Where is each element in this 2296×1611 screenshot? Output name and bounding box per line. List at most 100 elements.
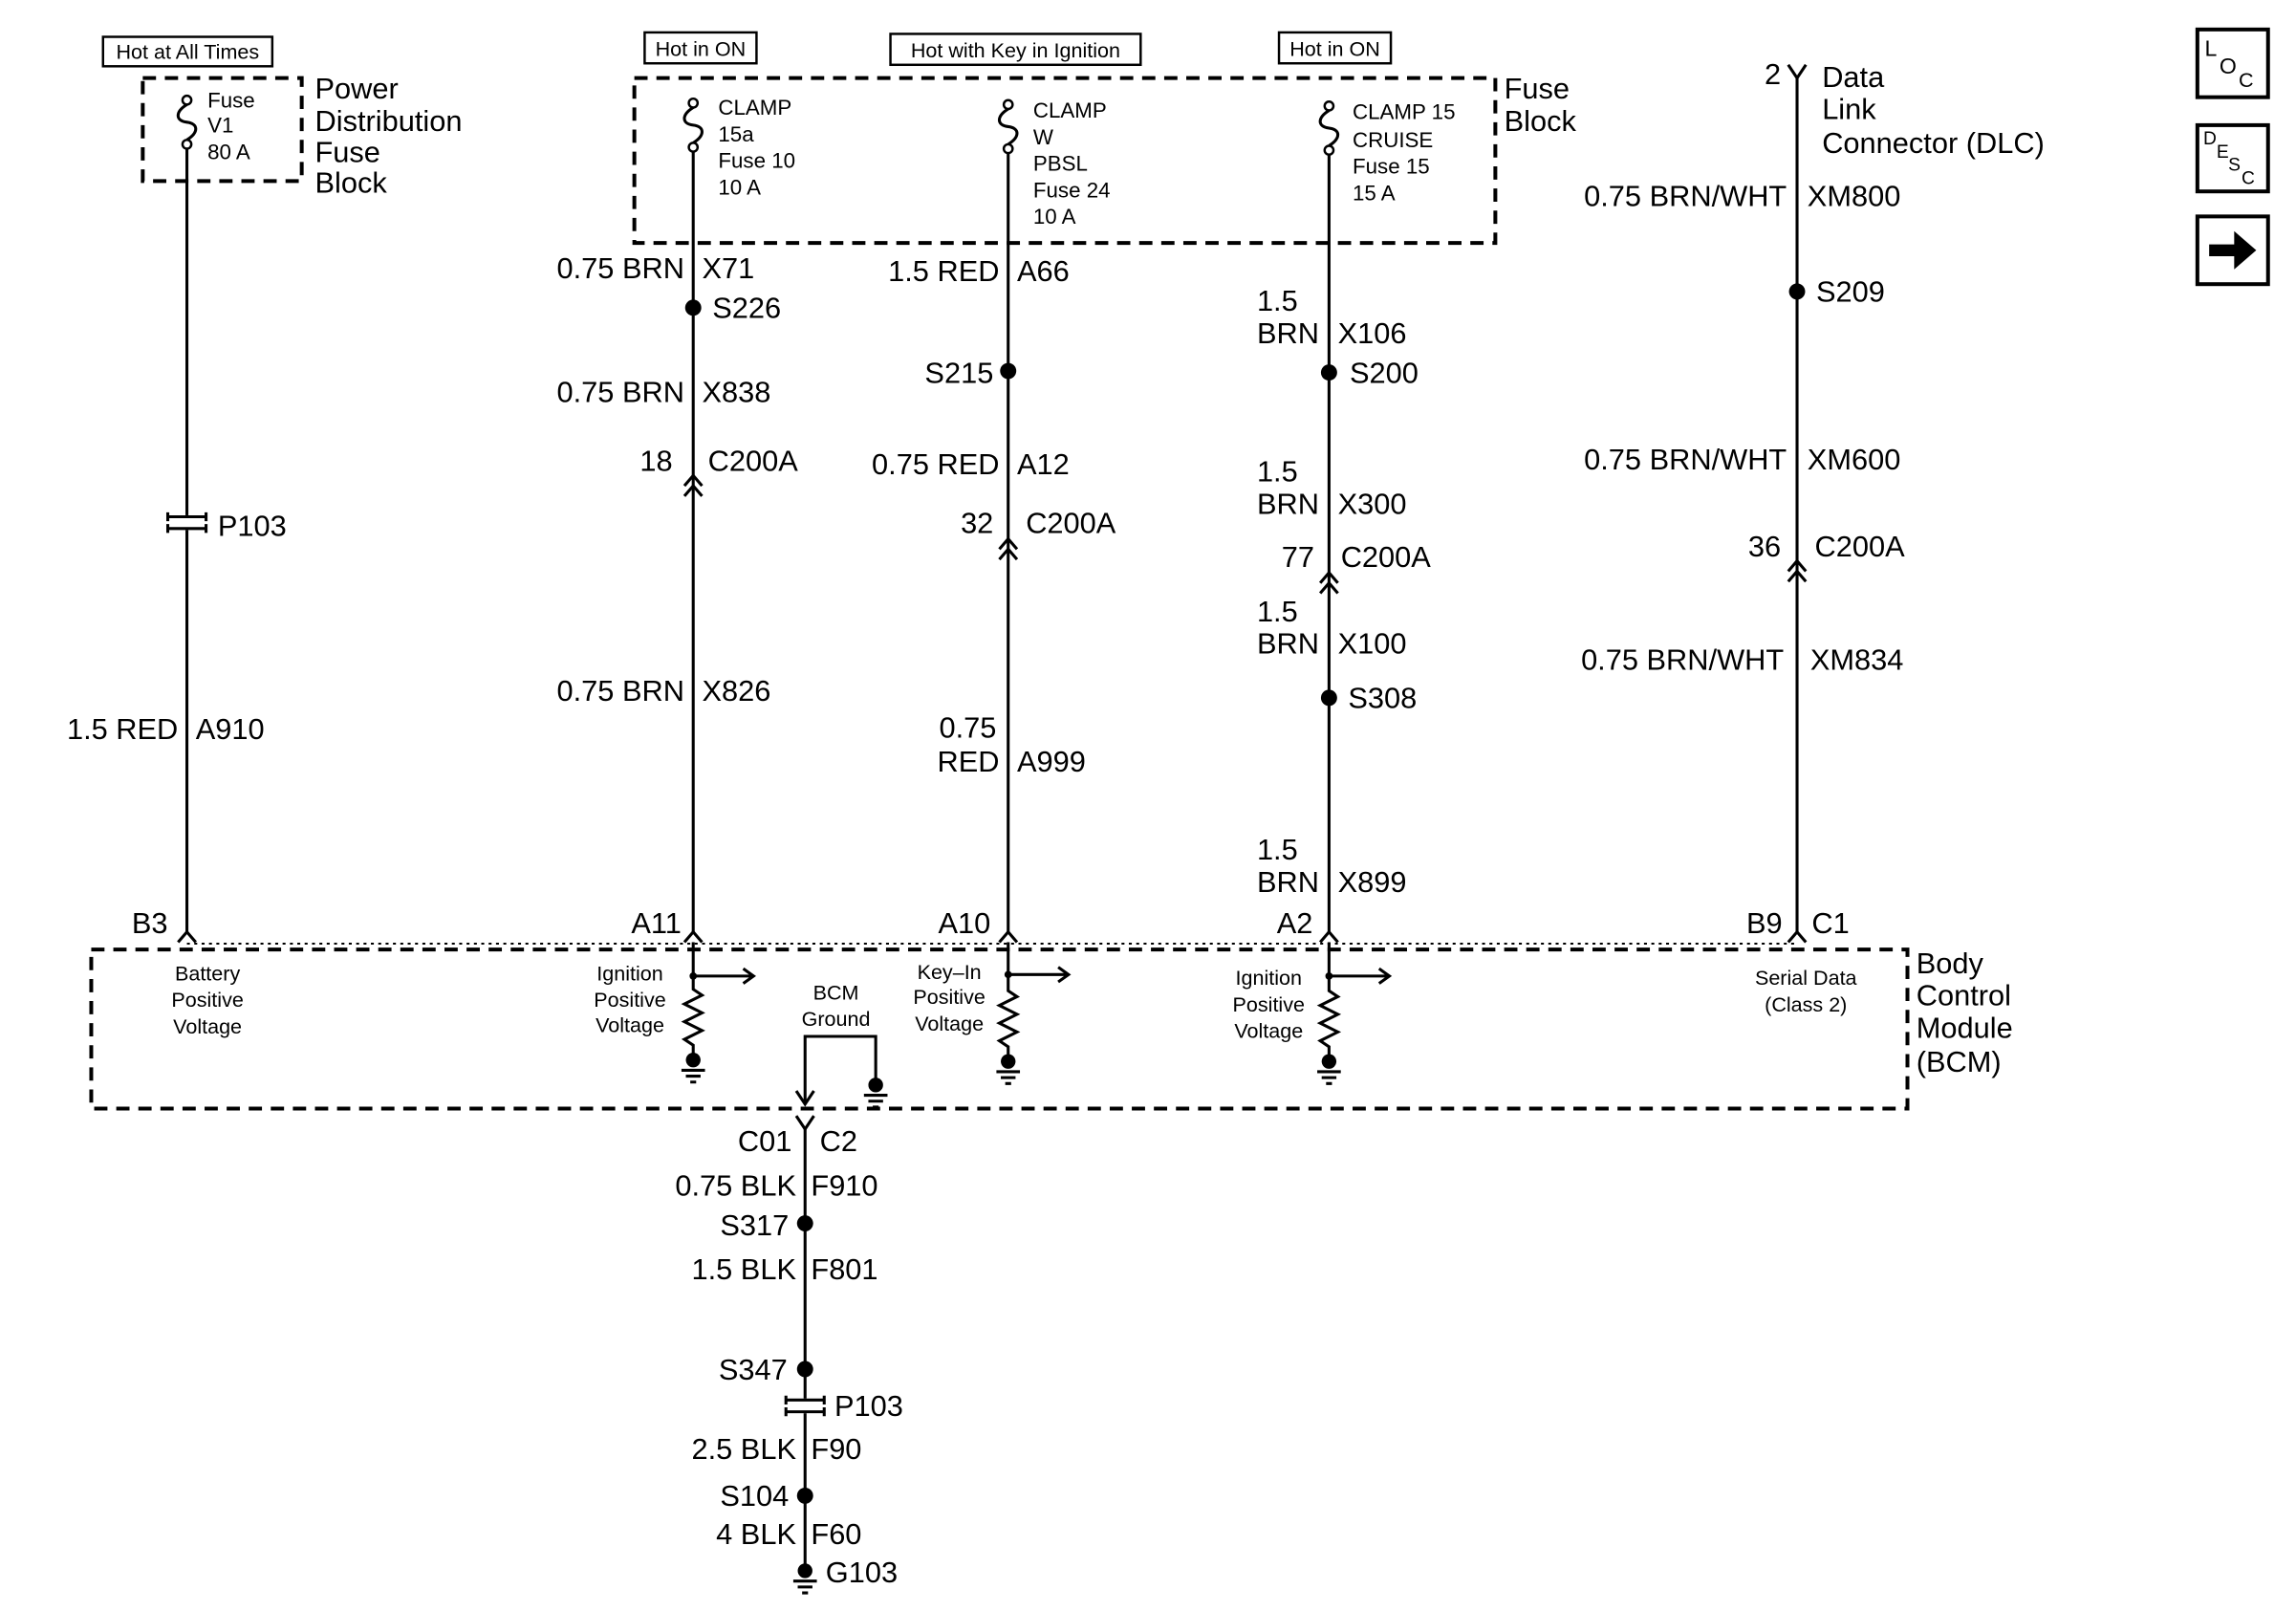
ground-lines bbox=[863, 1094, 888, 1109]
input-label-line-2: Positive bbox=[594, 988, 665, 1012]
next-page-button[interactable] bbox=[2195, 214, 2270, 287]
bcm-label-line-3: Module bbox=[1917, 1012, 2013, 1045]
location-button-frame[interactable] bbox=[2195, 27, 2270, 99]
battery-circuit: P103 1.5 RED A910 B3 bbox=[67, 148, 287, 944]
desc-letter-c: C bbox=[2242, 168, 2255, 188]
tag-text: Hot with Key in Ignition bbox=[911, 38, 1120, 62]
pin-terminal-icon bbox=[1787, 929, 1808, 944]
connector-terminal-icon bbox=[794, 1115, 815, 1132]
resistor-icon bbox=[996, 974, 1021, 1056]
serial-data-input-label-line-1: Serial Data bbox=[1755, 966, 1857, 990]
pdfb-label-line-1: Power bbox=[315, 72, 399, 105]
battery-input-label-line-2: Positive bbox=[171, 988, 243, 1012]
fuse-15-line-3: Fuse 15 bbox=[1353, 155, 1430, 179]
fuse-v1-symbol bbox=[176, 94, 198, 150]
fuse-icon bbox=[682, 106, 704, 144]
fuse-24-line-1: CLAMP bbox=[1033, 98, 1107, 122]
description-button-frame[interactable] bbox=[2195, 122, 2270, 194]
passthrough-backing bbox=[167, 514, 206, 531]
bcm-ground-path bbox=[803, 1034, 877, 1104]
wire-size-label: 2.5 BLK bbox=[691, 1432, 796, 1466]
circuit-number-label: A910 bbox=[196, 712, 265, 746]
pdfb-label-line-4: Block bbox=[315, 166, 388, 200]
desc-letter-s: S bbox=[2228, 156, 2241, 176]
ground-dot bbox=[1321, 1054, 1337, 1069]
ground-lines bbox=[1317, 1070, 1341, 1085]
ground-icon bbox=[681, 1052, 705, 1084]
description-view-button[interactable]: D E S C bbox=[2195, 122, 2270, 194]
resistor-icon bbox=[681, 975, 705, 1055]
passthrough-icon bbox=[165, 512, 208, 533]
ground-circuit: C01 C2 0.75 BLK F910 S317 1.5 BLK F801 S… bbox=[675, 1115, 903, 1595]
connector-pin-label: 36 bbox=[1748, 530, 1781, 563]
fuse-block: Fuse Block CLAMP 15a Fuse 10 10 A CLAMP … bbox=[632, 72, 1576, 246]
splice-label: S209 bbox=[1816, 275, 1885, 309]
passthrough-label: P103 bbox=[834, 1389, 903, 1423]
input-label-line-2: Positive bbox=[913, 985, 985, 1009]
bcm-ground-label-line-2: Ground bbox=[802, 1007, 871, 1031]
ground-lines bbox=[681, 1068, 705, 1084]
bcm-label-line-2: Control bbox=[1917, 979, 2011, 1012]
fuse-terminal bbox=[687, 97, 700, 109]
pin-terminal-icon bbox=[1318, 929, 1339, 944]
fuse-terminal bbox=[1002, 98, 1014, 111]
circuit-number-label: XM600 bbox=[1808, 443, 1901, 476]
ground-point-label: G103 bbox=[826, 1556, 898, 1589]
key-in-a10-input: Key–In Positive Voltage bbox=[913, 942, 1072, 1085]
wire-size-label-line-2: BRN bbox=[1257, 487, 1319, 520]
pin-terminal-icon bbox=[177, 929, 197, 944]
bcm-pin-label: A2 bbox=[1277, 906, 1313, 940]
input-label-line-3: Voltage bbox=[1234, 1019, 1303, 1043]
bcm-ground-label-line-1: BCM bbox=[813, 981, 859, 1005]
circuit-number-label: X71 bbox=[702, 251, 754, 285]
next-button-frame[interactable] bbox=[2195, 214, 2270, 287]
ground-dot bbox=[685, 1052, 701, 1068]
inline-connector-icon bbox=[1318, 570, 1339, 595]
ground-lines bbox=[996, 1070, 1021, 1085]
connector-pin-label: C01 bbox=[738, 1124, 791, 1158]
wire-size-label: 1.5 RED bbox=[888, 254, 999, 288]
ground-dot bbox=[1001, 1054, 1016, 1069]
location-view-button[interactable]: L O C bbox=[2195, 27, 2270, 99]
splice-icon bbox=[796, 1215, 813, 1232]
input-label-line-1: Ignition bbox=[1236, 966, 1302, 990]
wire-size-label-line-2: BRN bbox=[1257, 316, 1319, 350]
dlc-label-line-3: Connector (DLC) bbox=[1822, 126, 2045, 160]
wire-size-label: 0.75 BLK bbox=[675, 1168, 796, 1202]
ground-lines bbox=[792, 1579, 817, 1595]
fuse-15-line-4: 15 A bbox=[1353, 181, 1396, 205]
pdfb-label-line-2: Distribution bbox=[315, 104, 463, 138]
fuse-terminal bbox=[1323, 144, 1335, 156]
fuse-terminal bbox=[181, 94, 193, 106]
fuse-24-line-3: PBSL bbox=[1033, 152, 1088, 176]
connector-pin-label: 18 bbox=[639, 445, 672, 478]
wire-size-label-line-1: 1.5 bbox=[1257, 284, 1298, 317]
fuse-10-line-3: Fuse 10 bbox=[718, 149, 795, 173]
tag-text: Hot in ON bbox=[656, 37, 747, 61]
battery-input-label-line-1: Battery bbox=[175, 961, 240, 985]
tag-text: Hot at All Times bbox=[116, 40, 259, 64]
input-label-line-2: Positive bbox=[1233, 992, 1305, 1016]
fuse-block-outline bbox=[632, 76, 1498, 246]
ground-icon bbox=[863, 1078, 888, 1109]
fuse-15: CLAMP 15 CRUISE Fuse 15 15 A bbox=[1318, 100, 1456, 205]
pin-terminal-icon bbox=[682, 929, 704, 944]
key-in-circuit-a10: 1.5 RED A66 S215 0.75 RED A12 32 C200A 0… bbox=[872, 153, 1116, 944]
fuse-24: CLAMP W PBSL Fuse 24 10 A bbox=[997, 98, 1111, 229]
passthrough-p103-icon bbox=[165, 512, 208, 533]
circuit-number-label: F60 bbox=[811, 1517, 861, 1551]
ignition-a11-input: Ignition Positive Voltage bbox=[594, 942, 756, 1084]
circuit-number-label: F90 bbox=[811, 1432, 861, 1466]
fuse-block-label-line-1: Fuse bbox=[1505, 72, 1570, 105]
arrow-down-icon bbox=[794, 1090, 815, 1107]
input-label-line-3: Voltage bbox=[915, 1012, 984, 1035]
power-distribution-fuse-block-outline bbox=[141, 76, 304, 184]
connector-name-label: C2 bbox=[820, 1124, 857, 1158]
circuit-number-label: XM800 bbox=[1808, 180, 1901, 213]
ground-icon bbox=[996, 1054, 1021, 1085]
wire-size-label-line-1: 1.5 bbox=[1257, 595, 1298, 628]
fuse-terminal bbox=[1323, 100, 1335, 112]
connector-name-label: C200A bbox=[1341, 540, 1432, 574]
bcm-pin-label: A10 bbox=[938, 906, 990, 940]
pin-terminal-icon bbox=[998, 929, 1019, 944]
